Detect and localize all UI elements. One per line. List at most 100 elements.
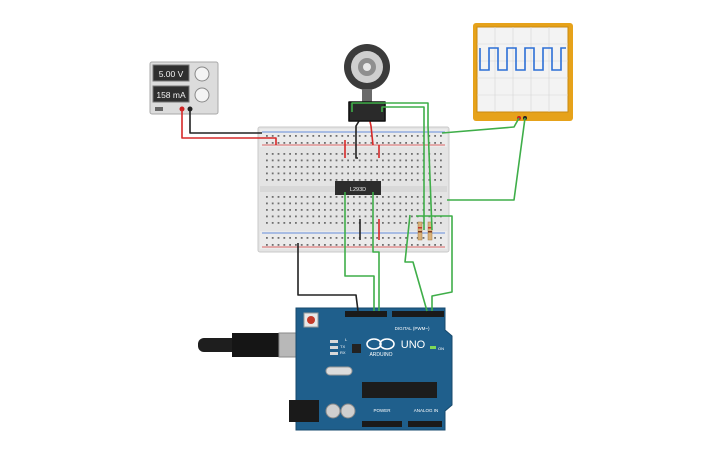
breadboard-hole[interactable] [277,215,280,218]
breadboard-hole[interactable] [434,237,436,239]
breadboard-hole[interactable] [324,166,326,168]
breadboard-hole[interactable] [335,153,338,155]
breadboard-hole[interactable] [411,244,413,246]
breadboard-hole[interactable] [364,159,367,162]
breadboard-hole[interactable] [382,215,384,218]
breadboard-hole[interactable] [329,244,332,246]
breadboard-hole[interactable] [295,159,297,162]
breadboard-hole[interactable] [376,153,378,155]
breadboard-hole[interactable] [387,237,390,239]
breadboard-hole[interactable] [382,202,384,205]
breadboard-hole[interactable] [300,135,303,137]
breadboard-hole[interactable] [283,159,286,162]
breadboard-hole[interactable] [266,209,268,211]
digital-header-high[interactable] [392,311,444,317]
breadboard-hole[interactable] [370,142,373,144]
breadboard-hole[interactable] [411,222,413,224]
breadboard-hole[interactable] [376,179,378,181]
breadboard-hole[interactable] [399,135,402,137]
breadboard-hole[interactable] [347,166,349,168]
breadboard-hole[interactable] [393,153,396,155]
breadboard-hole[interactable] [271,172,274,175]
breadboard-hole[interactable] [440,209,442,211]
breadboard-hole[interactable] [266,202,268,205]
wire-scope-2[interactable] [447,117,526,201]
breadboard-hole[interactable] [399,172,402,175]
breadboard-hole[interactable] [405,237,407,239]
breadboard-hole[interactable] [277,135,280,137]
breadboard-hole[interactable] [306,237,309,239]
breadboard-hole[interactable] [335,196,338,198]
breadboard-hole[interactable] [300,172,303,175]
breadboard-hole[interactable] [382,153,384,155]
breadboard-hole[interactable] [411,166,413,168]
breadboard-hole[interactable] [347,244,349,246]
breadboard-hole[interactable] [312,142,315,144]
breadboard-hole[interactable] [416,179,419,181]
breadboard-hole[interactable] [271,159,274,162]
breadboard-hole[interactable] [353,166,355,168]
breadboard-hole[interactable] [335,209,338,211]
breadboard-hole[interactable] [329,166,332,168]
breadboard-hole[interactable] [324,215,326,218]
breadboard-hole[interactable] [411,179,413,181]
breadboard-hole[interactable] [353,135,355,137]
voltage-knob[interactable] [194,66,210,82]
breadboard-hole[interactable] [428,209,431,211]
breadboard-hole[interactable] [353,142,355,144]
breadboard-hole[interactable] [440,166,442,168]
breadboard-hole[interactable] [440,202,442,205]
breadboard-hole[interactable] [266,153,268,155]
breadboard-hole[interactable] [289,135,291,137]
breadboard-hole[interactable] [300,209,303,211]
breadboard-hole[interactable] [312,196,315,198]
breadboard-hole[interactable] [387,142,390,144]
breadboard-hole[interactable] [289,237,291,239]
breadboard-hole[interactable] [289,209,291,211]
breadboard-hole[interactable] [271,196,274,198]
breadboard-hole[interactable] [405,209,407,211]
breadboard-hole[interactable] [376,209,378,211]
breadboard-hole[interactable] [289,166,291,168]
wire-arduino-d4[interactable] [416,215,453,311]
breadboard-hole[interactable] [324,135,326,137]
breadboard-hole[interactable] [399,209,402,211]
breadboard-hole[interactable] [289,142,291,144]
breadboard-hole[interactable] [283,222,286,224]
breadboard-hole[interactable] [440,135,442,137]
breadboard-hole[interactable] [393,172,396,175]
power-jack[interactable] [289,400,319,422]
breadboard-hole[interactable] [289,159,291,162]
breadboard-hole[interactable] [405,153,407,155]
breadboard-hole[interactable] [364,166,367,168]
power-supply[interactable]: 5.00 V 158 mA [149,61,219,115]
breadboard-hole[interactable] [306,202,309,205]
breadboard-hole[interactable] [324,209,326,211]
breadboard-hole[interactable] [399,202,402,205]
breadboard-hole[interactable] [283,142,286,144]
breadboard-hole[interactable] [289,202,291,205]
breadboard-hole[interactable] [329,215,332,218]
breadboard-hole[interactable] [295,244,297,246]
breadboard-hole[interactable] [289,172,291,175]
breadboard-hole[interactable] [289,196,291,198]
breadboard-hole[interactable] [283,202,286,205]
breadboard-hole[interactable] [300,202,303,205]
breadboard-hole[interactable] [387,209,390,211]
wire-bb-black-1[interactable] [355,145,358,159]
breadboard-hole[interactable] [353,244,355,246]
wire-scope-1[interactable] [441,117,520,134]
breadboard-hole[interactable] [358,202,361,205]
breadboard-hole[interactable] [295,196,297,198]
breadboard-hole[interactable] [358,172,361,175]
breadboard-hole[interactable] [370,196,373,198]
breadboard-hole[interactable] [393,142,396,144]
breadboard-hole[interactable] [277,202,280,205]
breadboard-hole[interactable] [306,179,309,181]
breadboard-hole[interactable] [318,179,320,181]
breadboard-hole[interactable] [382,135,384,137]
breadboard-hole[interactable] [335,172,338,175]
breadboard-hole[interactable] [405,135,407,137]
breadboard-hole[interactable] [411,215,413,218]
breadboard-hole[interactable] [341,179,344,181]
